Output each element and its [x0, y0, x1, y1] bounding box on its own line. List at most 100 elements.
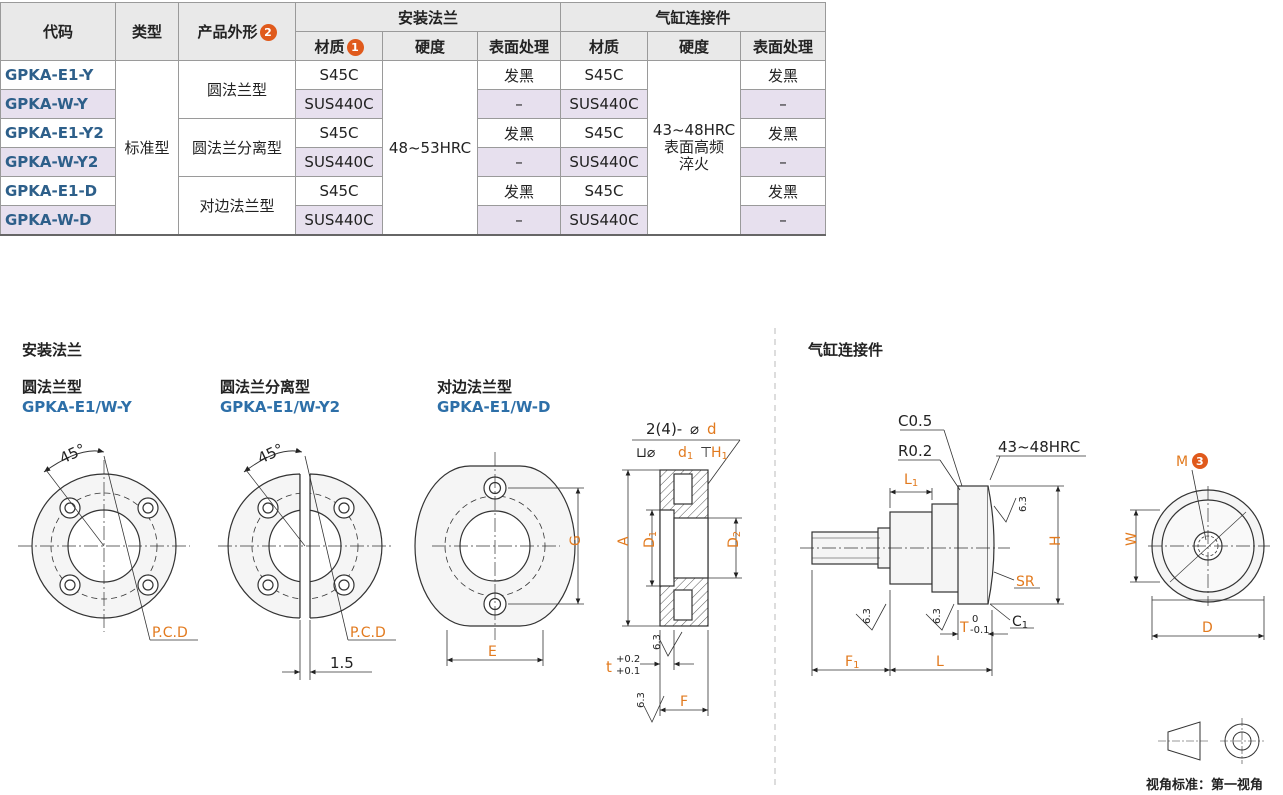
- thread-m: M: [1176, 454, 1188, 470]
- row-code: GPKA-W-Y2: [0, 147, 116, 177]
- dim-f1: F1: [845, 654, 859, 671]
- connector-side-drawing: [800, 429, 1086, 676]
- split-flange-drawing: [218, 447, 396, 680]
- type-cell: 标准型: [115, 60, 179, 236]
- round-code: GPKA-E1/W-Y: [22, 398, 132, 416]
- flat-code: GPKA-E1/W-D: [437, 398, 551, 416]
- roughness-2: 6.3: [636, 692, 647, 708]
- header-flange-hardness: 硬度: [382, 31, 478, 61]
- cyl-material-cell: S45C: [560, 176, 648, 206]
- flat-e: E: [488, 644, 497, 660]
- holes-d: d: [707, 420, 717, 438]
- dim-a: A: [616, 536, 632, 546]
- header-flange-group: 安装法兰: [295, 2, 561, 32]
- flange-material-cell: SUS440C: [295, 205, 383, 236]
- flat-title: 对边法兰型: [437, 378, 513, 396]
- table-row: GPKA-W-D SUS440C – SUS440C –: [0, 205, 826, 236]
- flange-material-cell: SUS440C: [295, 147, 383, 177]
- dim-t: t: [606, 658, 612, 676]
- flat-flange-drawing: [414, 452, 584, 666]
- conn-roughness-2: 6.3: [862, 608, 873, 624]
- flange-material-cell: S45C: [295, 60, 383, 90]
- conn-roughness-1: 6.3: [1018, 496, 1029, 512]
- t-tol-dn: +0.1: [616, 666, 640, 677]
- split-angle: 45°: [255, 440, 287, 468]
- conn-roughness-3: 6.3: [932, 608, 943, 624]
- cyl-surface-cell: –: [740, 205, 826, 236]
- flange-material-cell: S45C: [295, 176, 383, 206]
- radius-r02: R0.2: [898, 442, 932, 460]
- roughness-1: 6.3: [652, 634, 663, 650]
- dim-d: D: [1202, 620, 1213, 636]
- projection-symbol: [1158, 718, 1264, 764]
- cyl-material-cell: SUS440C: [560, 205, 648, 236]
- dim-l: L: [936, 654, 944, 670]
- dim-d1: D1: [642, 531, 659, 548]
- flange-surface-cell: –: [477, 205, 561, 236]
- holes-prefix: 2(4)-: [646, 420, 682, 438]
- cyl-material-cell: S45C: [560, 60, 648, 90]
- row-code: GPKA-E1-D: [0, 176, 116, 206]
- table-row: GPKA-W-Y2 SUS440C – SUS440C –: [0, 147, 826, 177]
- round-angle: 45°: [57, 440, 89, 468]
- table-row: GPKA-E1-Y 标准型 圆法兰型 S45C 48~53HRC 发黑 S45C…: [0, 60, 826, 236]
- chamfer-c05: C0.5: [898, 412, 932, 430]
- connector-front-drawing: [1130, 469, 1270, 640]
- projection-standard: 视角标准：第一视角: [1146, 777, 1263, 793]
- flange-side-section: [622, 439, 742, 723]
- chamfer-c1: C1: [1012, 614, 1028, 631]
- flange-surface-cell: –: [477, 89, 561, 119]
- header-code: 代码: [0, 2, 116, 61]
- conn-t-tol-up: 0: [972, 614, 978, 625]
- flange-material-cell: SUS440C: [295, 89, 383, 119]
- dim-d2: D2: [726, 531, 743, 548]
- row-code: GPKA-E1-Y2: [0, 118, 116, 148]
- dim-sr: SR: [1016, 574, 1035, 590]
- cylinder-section-title: 气缸连接件: [808, 341, 884, 359]
- dim-l1: L1: [904, 472, 918, 489]
- header-cyl-hardness: 硬度: [647, 31, 741, 61]
- header-flange-surface: 表面处理: [477, 31, 561, 61]
- badge-1: 1: [346, 38, 364, 56]
- shape-cell: 圆法兰分离型: [178, 118, 296, 177]
- flange-material-cell: S45C: [295, 118, 383, 148]
- split-pcd: P.C.D: [350, 625, 386, 641]
- cyl-surface-cell: 发黑: [740, 118, 826, 148]
- round-flange-drawing: [18, 447, 198, 641]
- flat-g: G: [568, 535, 584, 546]
- row-code: GPKA-W-D: [0, 205, 116, 236]
- dim-t-conn: T: [959, 620, 969, 636]
- shape-cell: 对边法兰型: [178, 176, 296, 236]
- row-code: GPKA-W-Y: [0, 89, 116, 119]
- header-cyl-material: 材质: [560, 31, 648, 61]
- t-tol-up: +0.2: [616, 654, 640, 665]
- dim-f: F: [680, 694, 688, 710]
- conn-hrc: 43~48HRC: [998, 438, 1080, 456]
- flange-surface-cell: 发黑: [477, 176, 561, 206]
- split-gap: 1.5: [330, 654, 354, 672]
- conn-t-tol-dn: -0.1: [970, 625, 990, 636]
- depth-sign: ⊤: [700, 445, 712, 461]
- flange-section-title: 安装法兰: [22, 341, 83, 359]
- table-row: GPKA-E1-D 对边法兰型 S45C 发黑 S45C 发黑: [0, 176, 826, 236]
- split-title: 圆法兰分离型: [220, 378, 311, 396]
- d1-label: d1: [678, 445, 693, 462]
- cyl-surface-cell: 发黑: [740, 60, 826, 90]
- header-type: 类型: [115, 2, 179, 61]
- flange-hardness-cell: 48~53HRC: [382, 60, 478, 236]
- round-title: 圆法兰型: [22, 378, 83, 396]
- round-pcd: P.C.D: [152, 625, 188, 641]
- badge-3: 3: [1196, 455, 1204, 468]
- badge-2: 2: [259, 24, 277, 41]
- dim-h: H: [1048, 535, 1064, 546]
- header-cyl-surface: 表面处理: [740, 31, 826, 61]
- badge-3-circle: [1192, 453, 1208, 469]
- cyl-surface-cell: –: [740, 89, 826, 119]
- table-row: GPKA-E1-Y2 圆法兰分离型 S45C 发黑 S45C 发黑: [0, 118, 826, 177]
- h1-label: H1: [711, 445, 728, 462]
